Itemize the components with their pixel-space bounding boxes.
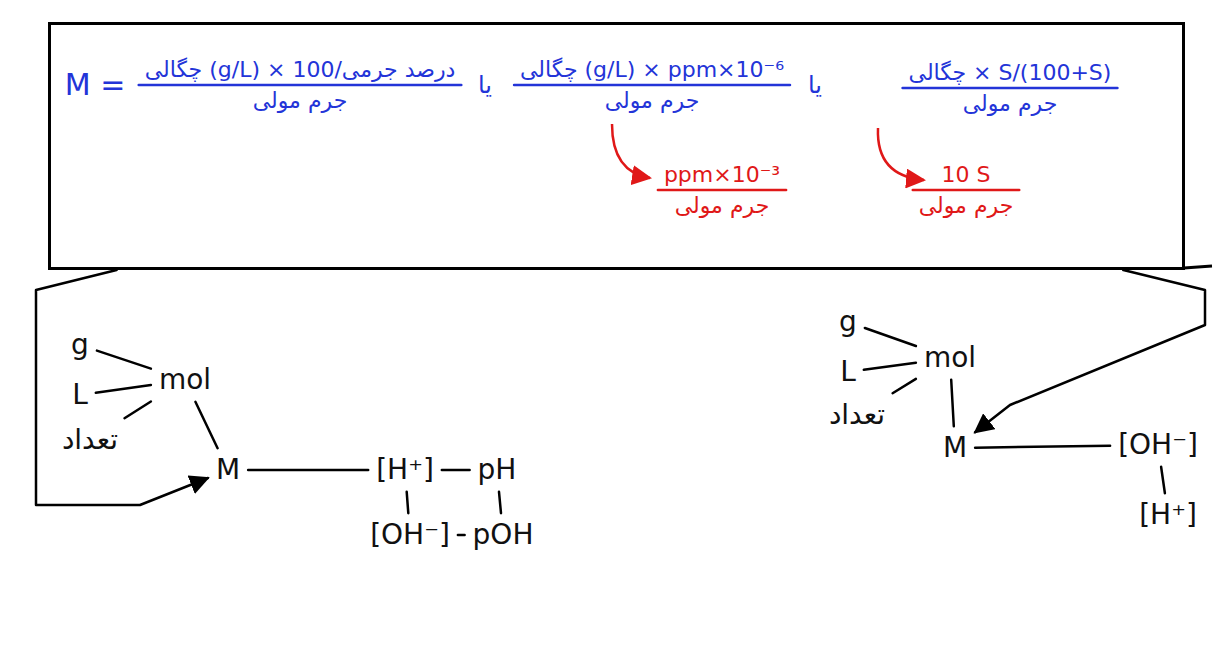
red-arrow — [878, 128, 924, 180]
node-label: g — [839, 305, 857, 339]
connector-line — [951, 380, 954, 426]
concept-node: pH — [473, 451, 522, 489]
concept-node: L — [67, 376, 93, 414]
formula-text: یا — [808, 71, 822, 100]
concept-node: تعداد — [57, 421, 123, 459]
box-line-extension — [1184, 266, 1212, 268]
formula-text: جرم مولی — [675, 193, 770, 219]
concept-node: g — [66, 326, 94, 364]
connector-line — [499, 492, 501, 513]
node-label: mol — [924, 341, 976, 375]
node-label: M — [943, 431, 967, 465]
formula-text: چگالی (g/L) × ppm×10⁻⁶ — [520, 57, 784, 83]
node-label: [OH⁻] — [370, 518, 450, 552]
connector-line — [407, 492, 409, 513]
red-arrow — [612, 124, 650, 178]
concept-node: [H⁺] — [371, 451, 439, 489]
concept-node: M — [938, 429, 972, 467]
connector-line — [893, 379, 916, 393]
formula-text: جرم مولی — [963, 91, 1058, 117]
node-label: [H⁺] — [1139, 498, 1197, 532]
connector-line — [97, 351, 151, 369]
connector-line — [96, 385, 151, 393]
node-label: تعداد — [829, 398, 885, 432]
formula-text: 10 S — [942, 162, 991, 188]
node-label: g — [71, 328, 89, 362]
connector-arrow — [975, 270, 1205, 432]
formula-text: چگالی × S/(100+S) — [909, 60, 1112, 86]
formula-text: جرم مولی — [253, 88, 348, 114]
node-label: [H⁺] — [376, 453, 434, 487]
fraction-bar — [658, 189, 786, 192]
node-label: mol — [159, 363, 211, 397]
formula-box: M = چگالی (g/L) × درصد جرمی/100 جرم مولی یا… — [48, 22, 1185, 270]
node-label: تعداد — [62, 423, 118, 457]
fraction-bar — [913, 189, 1020, 192]
formula-text: M = — [65, 67, 126, 103]
node-label: L — [72, 378, 88, 412]
connector-line — [975, 446, 1110, 448]
fraction-bar — [139, 84, 462, 87]
concept-node: g — [834, 303, 862, 341]
node-label: [OH⁻] — [1118, 428, 1198, 462]
connector-line — [125, 402, 151, 419]
node-label: M — [216, 453, 240, 487]
node-label: L — [840, 355, 856, 389]
formula-text: جرم مولی — [605, 88, 700, 114]
concept-node: [OH⁻] — [1113, 426, 1203, 464]
concept-node: تعداد — [824, 396, 890, 434]
formula-text: جرم مولی — [919, 193, 1014, 219]
connector-line — [195, 402, 217, 448]
fraction-bar — [903, 87, 1118, 90]
node-label: pOH — [473, 518, 534, 552]
formula-text: چگالی (g/L) × درصد جرمی/100 — [145, 57, 456, 83]
fraction-bars — [139, 85, 1118, 190]
concept-node: L — [835, 353, 861, 391]
concept-node: [OH⁻] — [365, 516, 455, 554]
concept-node: pOH — [468, 516, 539, 554]
concept-node: M — [211, 451, 245, 489]
concept-node: mol — [154, 361, 216, 399]
concept-node: [H⁺] — [1134, 496, 1202, 534]
node-label: pH — [478, 453, 517, 487]
concept-node: mol — [919, 339, 981, 377]
connector-line — [865, 328, 916, 346]
connector-line — [864, 363, 916, 370]
formula-text: ppm×10⁻³ — [664, 162, 780, 188]
formula-text: یا — [478, 71, 492, 100]
fraction-bar — [514, 84, 790, 87]
connector-line — [442, 469, 470, 472]
connector-line — [1161, 467, 1165, 493]
connector-line — [248, 469, 368, 472]
connector-line — [458, 534, 465, 537]
